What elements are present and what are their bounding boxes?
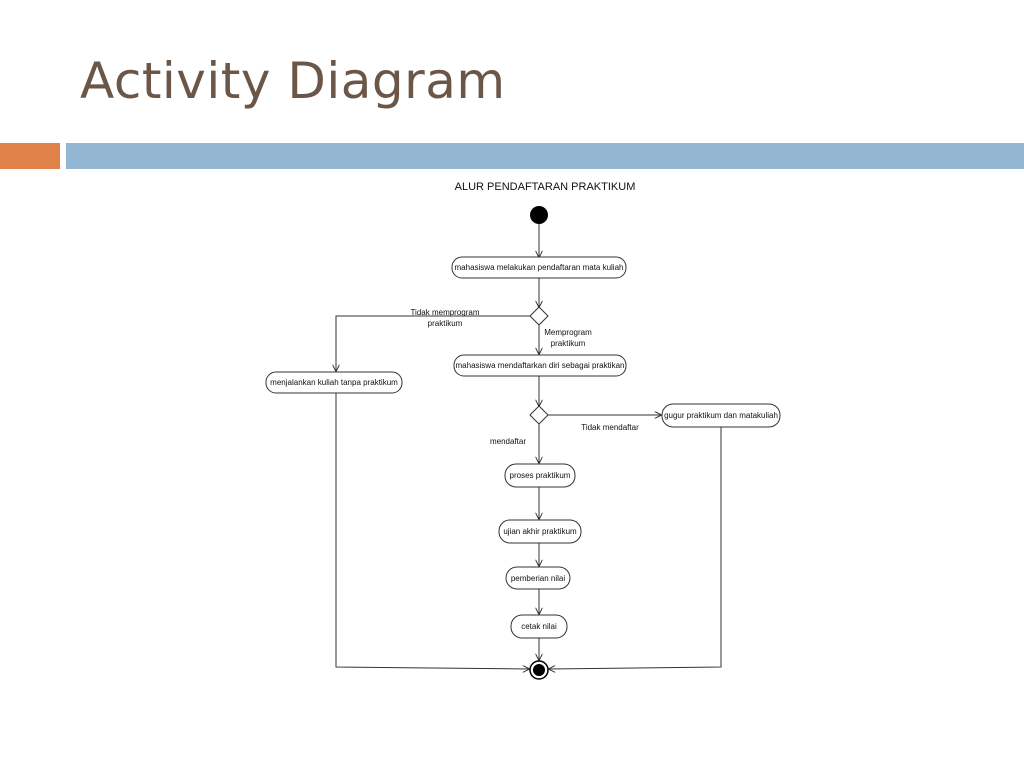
activity-label: ujian akhir praktikum	[503, 527, 577, 536]
edge-label-tidak-memprogram: Tidak memprogram	[410, 308, 479, 317]
accent-bar-blue	[66, 143, 1024, 169]
activity-label: mahasiswa mendaftarkan diri sebagai prak…	[456, 361, 625, 370]
activity-daftar-praktikan: mahasiswa mendaftarkan diri sebagai prak…	[453, 354, 627, 377]
edge-label-tidak-mendaftar: Tidak mendaftar	[581, 423, 639, 432]
flow-gugur-to-end	[549, 427, 722, 669]
activity-tanpa-praktikum: menjalankan kuliah tanpa praktikum	[265, 371, 403, 394]
activity-label: gugur praktikum dan matakuliah	[664, 411, 778, 420]
activity-gugur: gugur praktikum dan matakuliah	[661, 403, 781, 428]
flow-decision1-to-tanpa	[336, 315, 531, 371]
activity-daftar-matkul: mahasiswa melakukan pendaftaran mata kul…	[451, 256, 627, 279]
accent-bar-orange	[0, 143, 60, 169]
activity-proses: proses praktikum	[504, 463, 576, 488]
edge-label-memprogram-2: praktikum	[551, 339, 586, 348]
activity-nilai: pemberian nilai	[505, 566, 571, 590]
activity-cetak: cetak nilai	[510, 614, 568, 639]
activity-label: menjalankan kuliah tanpa praktikum	[270, 378, 398, 387]
activity-label: proses praktikum	[510, 471, 571, 480]
edge-label-tidak-memprogram-2: praktikum	[428, 319, 463, 328]
diagram-title: ALUR PENDAFTARAN PRAKTIKUM	[455, 181, 636, 193]
end-node	[533, 664, 545, 676]
activity-label: mahasiswa melakukan pendaftaran mata kul…	[455, 263, 624, 272]
activity-label: cetak nilai	[521, 622, 557, 631]
decision-node-2	[529, 405, 549, 425]
flow-tanpa-to-end	[335, 393, 529, 669]
slide-title: Activity Diagram	[80, 52, 506, 110]
start-node	[530, 206, 548, 224]
edge-label-mendaftar: mendaftar	[490, 437, 526, 446]
decision-node-1	[529, 306, 549, 326]
activity-ujian: ujian akhir praktikum	[498, 519, 582, 544]
edge-label-memprogram: Memprogram	[544, 328, 592, 337]
activity-label: pemberian nilai	[511, 574, 565, 583]
